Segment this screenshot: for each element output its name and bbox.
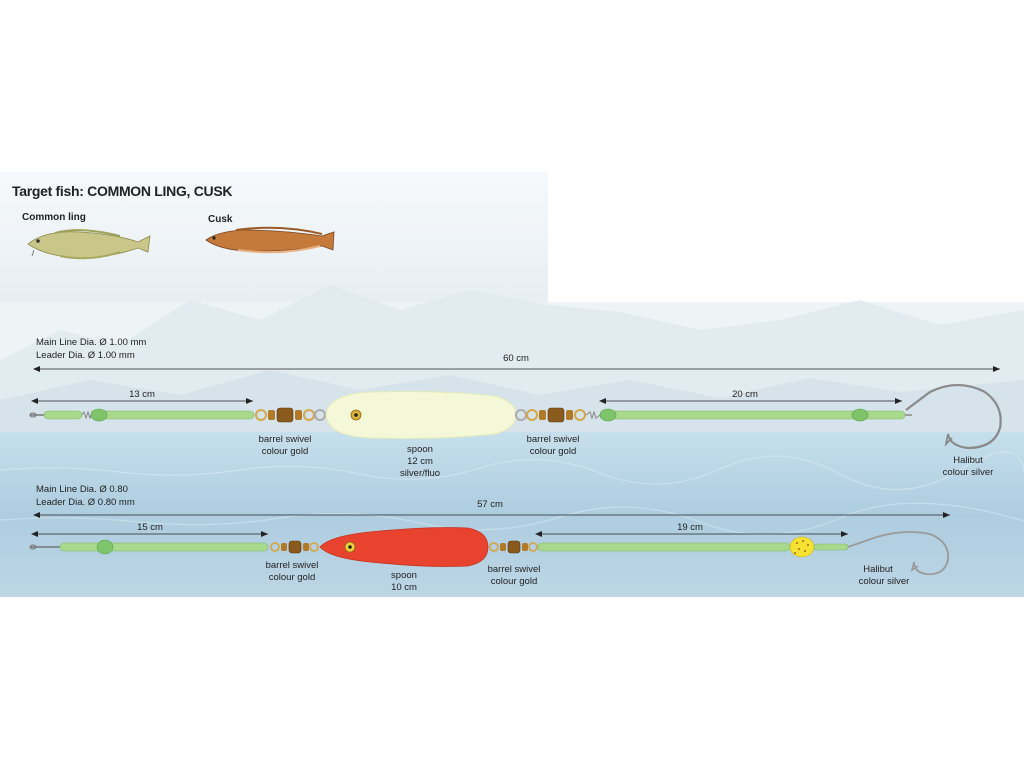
fish-label-common-ling: Common ling: [22, 212, 86, 223]
rig1-hook-label-2: colour silver: [943, 467, 994, 478]
rig2-line-end-loop: [29, 544, 60, 550]
rig2-swivel-left-label-1: barrel swivel: [266, 560, 319, 571]
rig1-spoon-label-3: silver/fluo: [400, 468, 440, 479]
rig1-swivel-left-label-1: barrel swivel: [259, 434, 312, 445]
rig1-bead-left: [90, 408, 108, 422]
rig2-tube-left: [59, 542, 269, 552]
rig1-line-end-loop: [29, 412, 44, 418]
rig2-tube-right: [537, 542, 791, 552]
rig1-bead-right-2: [851, 408, 869, 422]
rig1-main-line: Main Line Dia. Ø 1.00 mm: [36, 337, 146, 348]
rig2-barrel-swivel-left-icon: [270, 540, 319, 554]
rig2-segment-left: 15 cm: [137, 522, 163, 533]
rig2-float-bead-icon: [789, 536, 815, 558]
cusk-fish-icon: [205, 226, 335, 254]
common-ling-fish-icon: [27, 229, 151, 260]
rig1-segment-right: 20 cm: [732, 389, 758, 400]
water-ripples: [0, 451, 1024, 491]
background: [0, 172, 1024, 597]
rig1-bead-right-1: [599, 408, 617, 422]
rig-2: Main Line Dia. Ø 0.80 Leader Dia. Ø 0.80…: [29, 484, 950, 593]
rig2-halibut-hook-icon: [847, 531, 950, 576]
rig1-total-length: 60 cm: [503, 353, 529, 364]
rig2-barrel-swivel-right-icon: [489, 540, 538, 554]
rig1-tube-left-2: [93, 410, 255, 420]
rig2-total-length: 57 cm: [477, 499, 503, 510]
rig-1: Main Line Dia. Ø 1.00 mm Leader Dia. Ø 1…: [29, 337, 1002, 479]
rig1-leader: Leader Dia. Ø 1.00 mm: [36, 350, 135, 361]
rig2-swivel-left-label-2: colour gold: [269, 572, 315, 583]
rig1-hook-label-1: Halibut: [953, 455, 983, 466]
rig1-barrel-swivel-right-icon: [515, 407, 601, 423]
rig1-swivel-left-label-2: colour gold: [262, 446, 308, 457]
water-ripples-2: [0, 502, 1024, 536]
rig2-hook-label-2: colour silver: [859, 576, 910, 587]
rig1-spoon-label-1: spoon: [407, 444, 433, 455]
rig2-spoon-icon: [319, 527, 489, 567]
rig2-swivel-right-label-1: barrel swivel: [488, 564, 541, 575]
rig1-halibut-hook-icon: [905, 383, 1002, 450]
rig1-swivel-right-label-1: barrel swivel: [527, 434, 580, 445]
rig2-spoon-label-2: 10 cm: [391, 582, 417, 593]
rig2-leader: Leader Dia. Ø 0.80 mm: [36, 497, 135, 508]
fish-label-cusk: Cusk: [208, 214, 233, 225]
rig2-swivel-right-label-2: colour gold: [491, 576, 537, 587]
rig1-spoon-icon: [325, 391, 517, 439]
rig1-tube-left: [43, 410, 83, 420]
rig2-main-line: Main Line Dia. Ø 0.80: [36, 484, 128, 495]
page-title: Target fish: COMMON LING, CUSK: [12, 183, 232, 199]
rig2-hook-label-1: Halibut: [863, 564, 893, 575]
rig1-swivel-right-label-2: colour gold: [530, 446, 576, 457]
rig1-segment-left: 13 cm: [129, 389, 155, 400]
rig2-segment-right: 19 cm: [677, 522, 703, 533]
rig1-barrel-swivel-left-icon: [255, 407, 326, 423]
rig2-tube-right-2: [813, 543, 849, 551]
rig2-bead-left: [96, 539, 114, 555]
rig1-spoon-label-2: 12 cm: [407, 456, 433, 467]
rig2-spoon-label-1: spoon: [391, 570, 417, 581]
